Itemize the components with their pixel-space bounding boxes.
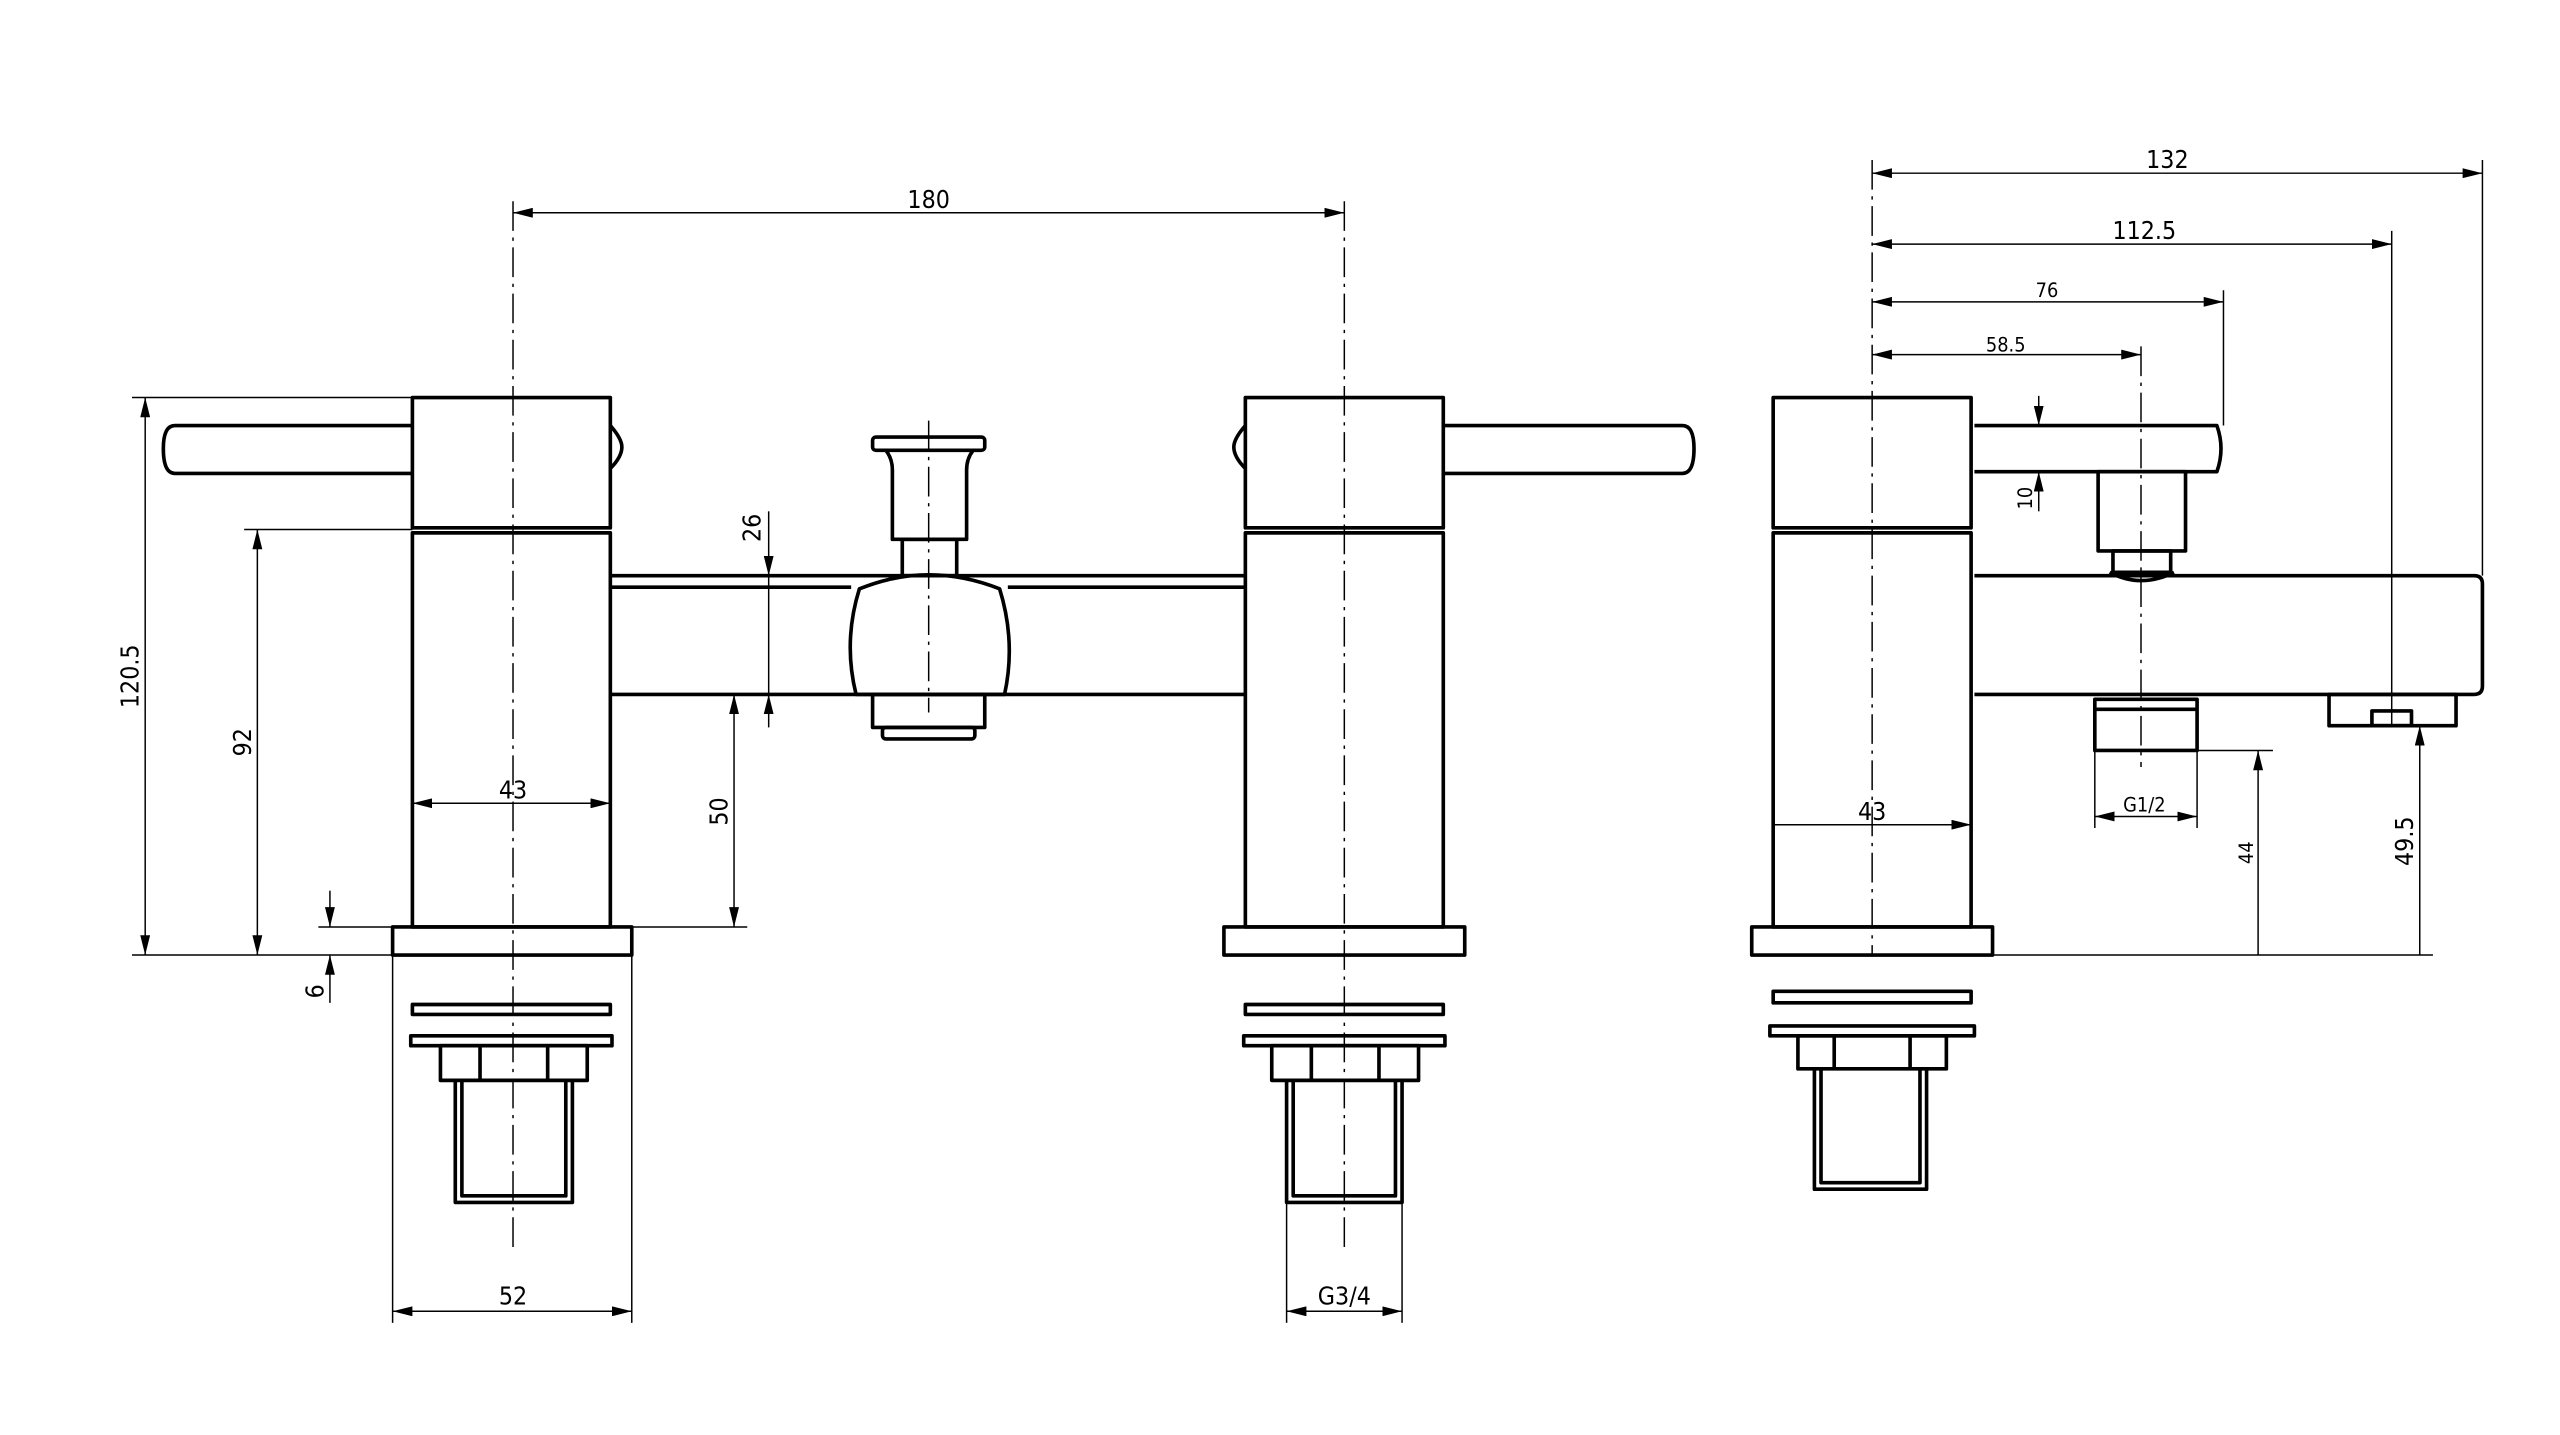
dim-label: G3/4: [1318, 1282, 1371, 1311]
dimension-26: 26: [737, 511, 774, 728]
dim-label: 43: [1858, 797, 1886, 826]
dim-label: 58.5: [1986, 333, 2026, 356]
dimension-g3-4: G3/4: [1285, 1202, 1403, 1323]
dimension-g1-2: G1/2: [2094, 750, 2198, 829]
right-lever-knob: [1232, 424, 1247, 470]
dim-label: 26: [737, 514, 766, 542]
dim-label: 132: [2146, 145, 2188, 174]
aerator: [2327, 692, 2458, 728]
dimension-112-5: 112.5: [1872, 216, 2393, 726]
dim-label: 6: [300, 984, 329, 998]
front-view: 180 120.5 92 6 43 26: [116, 185, 1696, 1323]
dimension-132: 132: [1872, 145, 2484, 576]
spout: [1974, 573, 2485, 697]
dim-label: 120.5: [116, 644, 145, 708]
dim-label: 10: [2014, 487, 2037, 510]
right-nut: [1269, 1043, 1421, 1083]
dimension-52: 52: [391, 955, 633, 1323]
dim-label: 76: [2036, 279, 2059, 302]
dimension-120-5: 120.5: [116, 396, 413, 956]
left-washer: [410, 1002, 613, 1017]
left-nut: [438, 1043, 590, 1083]
dimension-43-side: 43: [1773, 797, 1972, 830]
diverter: [848, 420, 1012, 741]
bridge-pipe: [610, 573, 1246, 697]
side-valve: [1749, 159, 1995, 1192]
left-valve-head: [410, 395, 613, 530]
dim-label: 112.5: [2112, 216, 2176, 245]
left-inlet-pipe: [453, 1080, 575, 1205]
left-base-plate: [390, 925, 634, 957]
left-lever: [161, 423, 413, 476]
right-valve-head: [1243, 395, 1446, 530]
shower-outlet: [2093, 697, 2199, 753]
left-valve-body: [410, 530, 613, 929]
dim-label: G1/2: [2123, 794, 2165, 817]
dimension-10: 10: [2014, 395, 2044, 512]
side-lever: [1974, 423, 2223, 474]
dim-label: 52: [499, 1282, 527, 1311]
dimension-49-5: 49.5: [1992, 725, 2433, 956]
dim-label: 43: [499, 775, 527, 804]
left-lever-knob: [608, 424, 624, 470]
dimension-44: 44: [2197, 749, 2273, 956]
dim-label: 180: [907, 185, 949, 214]
dimension-58-5: 58.5: [1872, 333, 2141, 360]
dim-label: 49.5: [2390, 816, 2419, 866]
dimension-76: 76: [1872, 279, 2225, 426]
side-diverter: [2096, 469, 2188, 583]
dimension-50: 50: [631, 694, 748, 928]
dimension-6: 6: [300, 890, 393, 1003]
dim-label: 92: [228, 728, 257, 756]
dimension-43-front: 43: [412, 775, 611, 809]
right-valve: [1222, 201, 1696, 1254]
left-valve: [161, 201, 634, 1254]
dim-label: 44: [2235, 841, 2258, 864]
side-view: 132 112.5 76 58.5 10 43 G1/: [1749, 145, 2485, 1192]
dimension-180: 180: [513, 185, 1345, 218]
dimension-92: 92: [228, 528, 413, 956]
dim-label: 50: [704, 797, 733, 825]
right-lever: [1443, 423, 1696, 476]
